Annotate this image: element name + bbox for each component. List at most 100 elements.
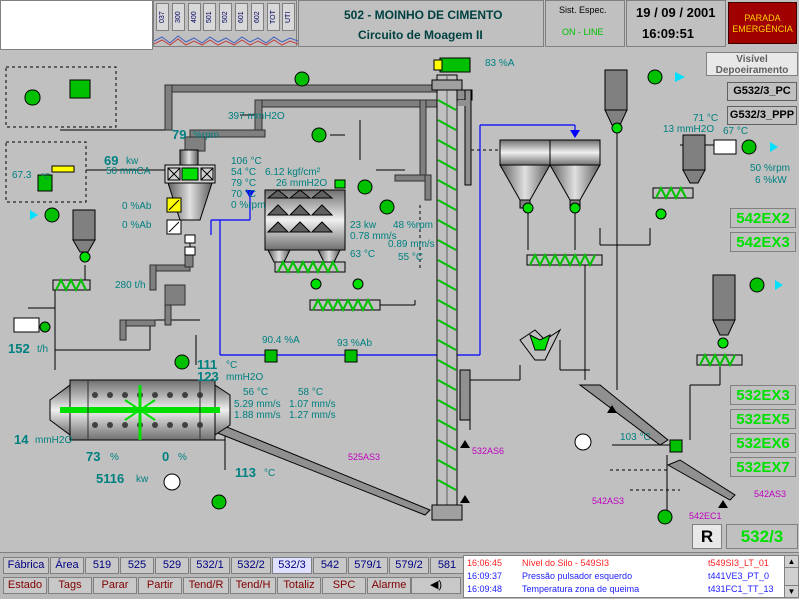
emergency-stop-button[interactable]: PARADA EMERGÊNCIA [728,2,797,44]
amp-904: 90.4 %A [262,335,300,346]
c-113-unit: °C [264,468,276,479]
tag-g532-3-ppp[interactable]: G532/3_PPP [727,106,797,125]
tag-532as6[interactable]: 532AS6 [472,446,505,456]
kw-unit: kw [126,156,139,167]
speaker-icon: ◀) [429,579,443,591]
time-display: 16:09:51 [642,26,695,41]
nav-area-529[interactable]: 529 [155,557,189,574]
nav-area-532-2[interactable]: 532/2 [231,557,271,574]
tag-542as3-right[interactable]: 542AS3 [754,489,787,499]
speaker-button[interactable]: ◀) [411,577,461,594]
page-title: 502 - MOINHO DE CIMENTO [344,8,503,22]
alarm-time: 16:09:48 [467,584,503,594]
cyclones [499,139,601,209]
elevator-motor [439,57,471,73]
area-tab-502[interactable]: 502 [219,3,233,31]
ball-mill [49,379,231,441]
nav-area-542[interactable]: 542 [313,557,347,574]
nav-area--rea[interactable]: Área [50,557,84,574]
pct-0-unit: % [178,452,187,463]
c-111: 111 [197,357,218,372]
nav-area-532-1[interactable]: 532/1 [190,557,230,574]
alarm-tag: t441VE3_PT_0 [708,571,770,581]
equip-542ex2[interactable]: 542EX2 [730,208,796,228]
trend-zigzag [154,35,298,46]
kw-6: 6 %kW [755,175,787,186]
nav-func-tend-h[interactable]: Tend/H [230,577,276,594]
mm-14: 14 [14,432,29,447]
pct-0: 0 [162,449,170,464]
equip-532ex5[interactable]: 532EX5 [730,409,796,429]
area-tab-037[interactable]: 037 [156,3,169,31]
area-tab-TOT[interactable]: TOT [266,3,280,31]
ab-0b: 0 %Ab [122,220,152,231]
area-tab-602[interactable]: 602 [250,3,264,31]
equip-532ex6[interactable]: 532EX6 [730,433,796,453]
ab-0a: 0 %Ab [122,201,152,212]
equip-532ex3[interactable]: 532EX3 [730,385,796,405]
c-56: 56 °C [243,387,269,398]
area-tab-UTI[interactable]: UTI [282,3,296,31]
alarm-panel [463,555,799,598]
area-tab-300[interactable]: 300 [171,3,185,31]
nav-func-estado[interactable]: Estado [3,577,47,594]
area-tab-601[interactable]: 601 [235,3,248,31]
pct-73: 73 [86,449,101,464]
date-display: 19 / 09 / 2001 [636,5,716,20]
screw-conveyors [52,185,743,368]
visivel-depoeiramento-button[interactable]: Visível Depoeiramento [706,52,798,76]
alarm-tag: t431FC1_TT_13 [708,584,774,594]
ms-078: 0.78 mm/s [350,231,397,242]
nav-func-parar[interactable]: Parar [93,577,137,594]
tag-542as3-left[interactable]: 542AS3 [592,496,625,506]
ms-089: 0.89 mm/s [388,239,435,250]
nav-area-519[interactable]: 519 [85,557,119,574]
nav-func-spc[interactable]: SPC [322,577,366,594]
process-diagram [5,57,783,525]
alarm-scrollbar[interactable]: ▲ ▼ [784,556,798,597]
pct-73-unit: % [110,452,119,463]
dashed-box-fans [5,66,117,128]
nav-area-525[interactable]: 525 [120,557,154,574]
area-tab-501[interactable]: 501 [203,3,217,31]
mmca-50: 50 mmCA [106,166,151,177]
sep-rpm-unit: %rpm [193,130,220,141]
tag-542ec1[interactable]: 542EC1 [689,511,722,521]
ms-107: 1.07 mm/s [289,399,336,410]
nav-func-alarme[interactable]: Alarme [367,577,411,594]
c-103: 103 °C [620,432,651,443]
alarm-time: 16:06:45 [467,558,503,568]
ms-529: 5.29 mm/s [234,399,281,410]
area-value: 532/3 [740,527,784,546]
rpm-50: 50 %rpm [750,163,791,174]
c-111-unit: °C [226,360,238,371]
mm-123: 123 [197,369,219,384]
t70: 70 °C [231,189,257,200]
nav-area-579-2[interactable]: 579/2 [389,557,429,574]
scroll-down-icon[interactable]: ▼ [785,585,798,597]
equip-542ex3[interactable]: 542EX3 [730,232,796,252]
nav-area-581[interactable]: 581 [430,557,464,574]
tag-525as3[interactable]: 525AS3 [348,452,381,462]
c-55: 55 °C [398,252,424,263]
equip-532ex7[interactable]: 532EX7 [730,457,796,477]
kw-23: 23 kw [350,220,377,231]
nav-func-tags[interactable]: Tags [48,577,92,594]
tag-g532-3-pc[interactable]: G532/3_PC [727,82,797,101]
nav-func-totaliz[interactable]: Totaliz [277,577,321,594]
nav-func-partir[interactable]: Partir [138,577,182,594]
area-tab-400[interactable]: 400 [187,3,201,31]
scroll-up-icon[interactable]: ▲ [785,556,798,568]
r-button[interactable]: R [692,524,722,549]
nav-area-579-1[interactable]: 579/1 [348,557,388,574]
nav-func-tend-r[interactable]: Tend/R [183,577,229,594]
t54: 54 °C [231,167,257,178]
nav-area-532-3[interactable]: 532/3 [272,557,312,574]
nav-area-f-brica[interactable]: Fábrica [3,557,49,574]
kw-5116-unit: kw [136,474,149,485]
datetime-box [626,0,726,47]
r-label: R [700,527,714,546]
